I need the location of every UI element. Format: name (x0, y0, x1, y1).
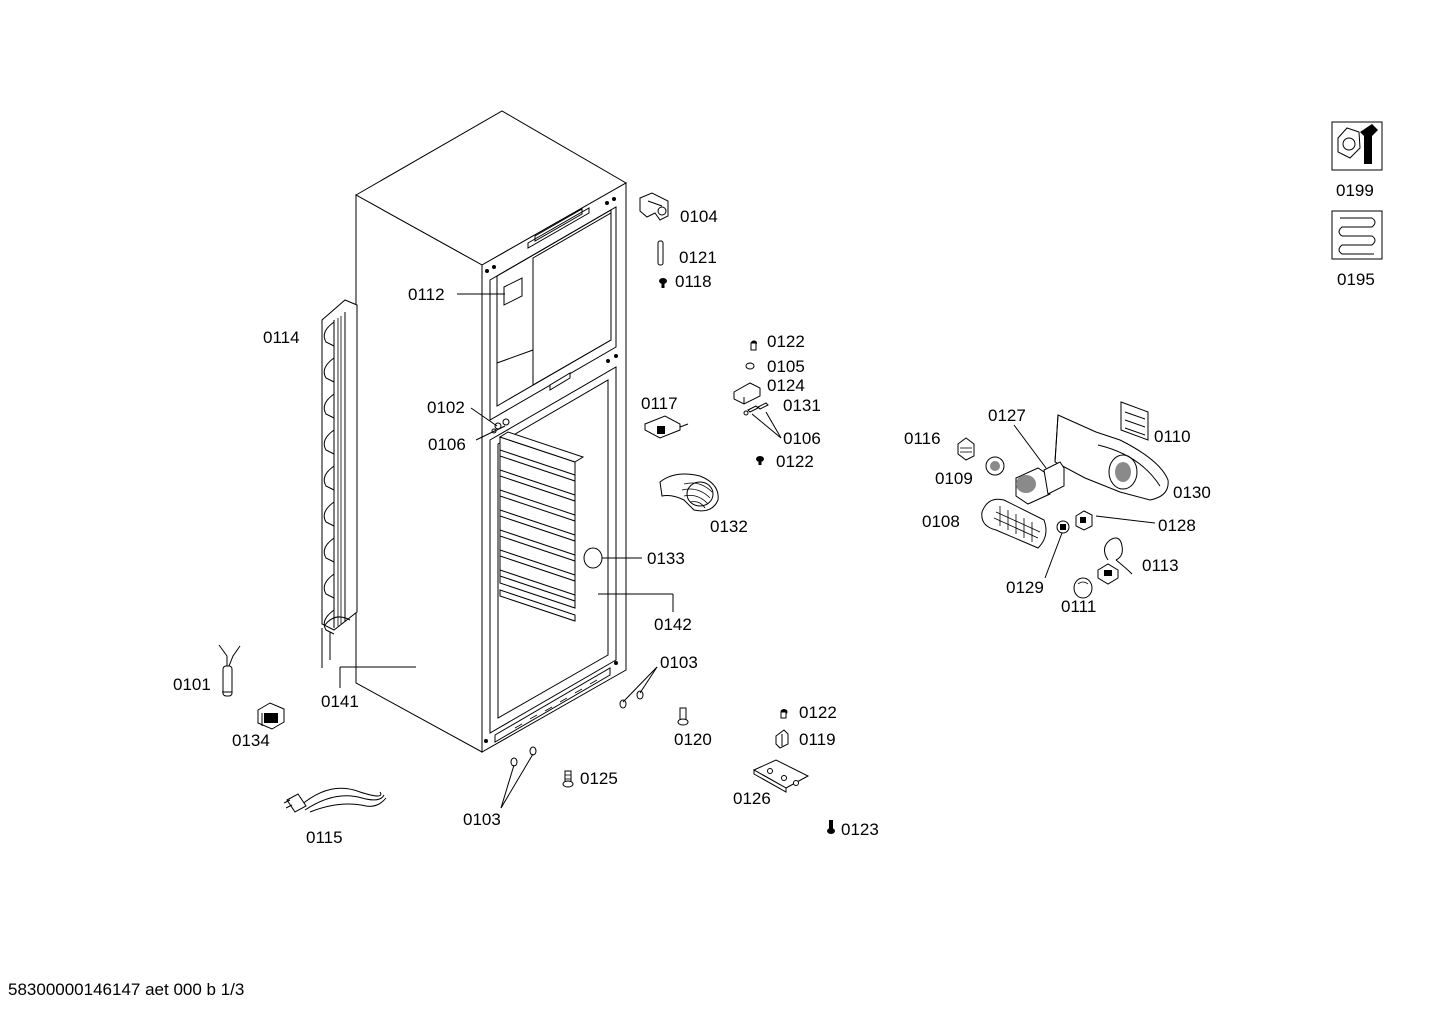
washer-0103-b (636, 690, 644, 700)
screws-0102-0106 (491, 418, 510, 434)
washer-0105 (745, 362, 755, 370)
condenser-coil-icon (1331, 210, 1383, 260)
label-0126: 0126 (733, 789, 771, 808)
label-0121: 0121 (679, 248, 717, 267)
bushing-0119 (775, 729, 789, 749)
label-0124: 0124 (767, 376, 805, 395)
label-0116: 0116 (904, 429, 941, 448)
label-0103: 0103 (463, 810, 501, 829)
label-0142: 0142 (654, 615, 692, 634)
bulb-base-0129 (1056, 520, 1070, 534)
label-0101: 0101 (173, 675, 211, 694)
label-0108: 0108 (922, 512, 960, 531)
sensor-0113 (1097, 537, 1133, 585)
label-0111: 0111 (1061, 597, 1096, 616)
label-0120: 0120 (674, 730, 712, 749)
washer-0103-d (529, 746, 537, 756)
screw-0125 (562, 770, 574, 788)
screw-0120 (677, 707, 689, 726)
knob-0109 (985, 456, 1005, 476)
terminal-block-0134 (257, 702, 285, 730)
label-0122: 0122 (767, 332, 805, 351)
label-0195: 0195 (1337, 270, 1375, 289)
label-0131: 0131 (783, 396, 821, 415)
label-0127: 0127 (988, 406, 1026, 425)
part-labels: 0104 0121 0118 0112 0114 0122 0105 0124 … (173, 207, 1211, 847)
label-0128: 0128 (1158, 516, 1196, 535)
wrench-nut-icon (1331, 121, 1383, 171)
label-0113: 0113 (1142, 556, 1179, 575)
label-0119: 0119 (799, 730, 836, 749)
door-switch-0117 (644, 415, 689, 439)
control-housing-0130 (1054, 414, 1169, 501)
label-0105: 0105 (767, 357, 805, 376)
label-0103: 0103 (660, 653, 698, 672)
label-0106: 0106 (428, 435, 466, 454)
label-0109: 0109 (935, 469, 973, 488)
bracket-0110 (1120, 401, 1149, 441)
screw-0122-upper (750, 340, 757, 351)
lamp-socket-0116 (957, 437, 975, 461)
washer-0103-c (510, 757, 518, 767)
label-0122: 0122 (776, 452, 814, 471)
fan-cover-0132 (659, 473, 719, 512)
switch-0128 (1075, 510, 1093, 531)
label-0129: 0129 (1006, 578, 1044, 597)
evaporator-plate (498, 431, 585, 622)
screw-0122-bottom (780, 709, 788, 719)
label-0125: 0125 (580, 769, 618, 788)
top-hinge-0104 (639, 192, 669, 221)
power-cord-0115 (283, 787, 387, 813)
label-0199: 0199 (1336, 181, 1374, 200)
label-0112: 0112 (408, 285, 445, 304)
label-0118: 0118 (675, 272, 712, 291)
label-0133: 0133 (647, 549, 685, 568)
label-0130: 0130 (1173, 483, 1211, 502)
condenser-0114 (321, 299, 358, 668)
washer-0103-a (619, 699, 627, 709)
label-0134: 0134 (232, 731, 270, 750)
screw-0122-lower (756, 456, 764, 465)
label-0114: 0114 (263, 328, 300, 347)
label-0117: 0117 (641, 394, 678, 413)
label-0102: 0102 (427, 398, 465, 417)
refrigerator-cabinet (354, 110, 628, 753)
tools-legend: 0199 0195 (1331, 121, 1383, 289)
label-0122: 0122 (799, 703, 837, 722)
label-0104: 0104 (680, 207, 718, 226)
capacitor-0101 (218, 644, 241, 697)
label-0115: 0115 (306, 828, 343, 847)
leader-lines (339, 293, 1156, 809)
thermostat-0127 (1015, 461, 1065, 505)
label-0132: 0132 (710, 517, 748, 536)
label-0141: 0141 (321, 692, 359, 711)
screws-0131 (743, 402, 769, 416)
label-0123: 0123 (841, 820, 879, 839)
hinge-pin-0121 (657, 240, 664, 266)
label-0110: 0110 (1154, 427, 1191, 446)
lamp-cover-0108 (981, 498, 1047, 549)
bolt-0123 (827, 820, 835, 834)
screw-0118 (659, 278, 667, 288)
label-0106: 0106 (783, 429, 821, 448)
bulb-0111 (1073, 577, 1093, 599)
bottom-hinge-0126 (752, 759, 810, 793)
hinge-bracket-0124 (733, 382, 761, 405)
document-footer: 58300000146147 aet 000 b 1/3 (8, 980, 245, 999)
